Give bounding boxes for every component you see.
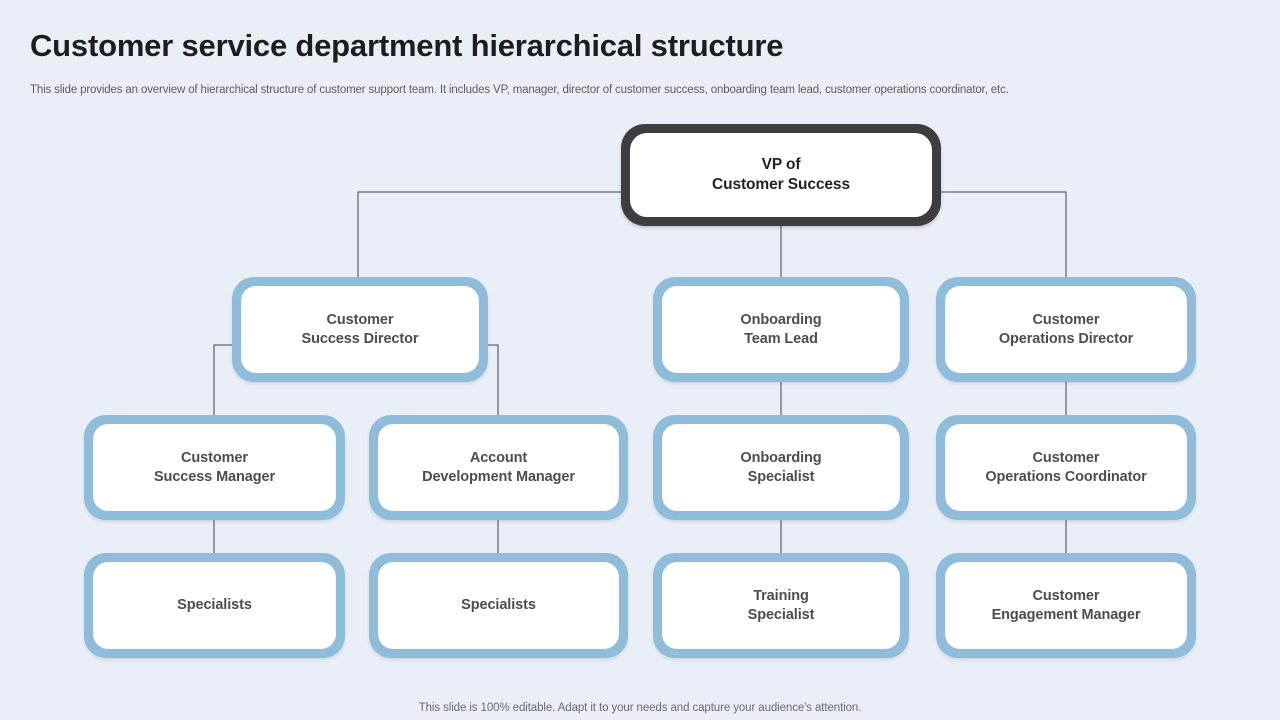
page-subtitle: This slide provides an overview of hiera… <box>30 84 1009 96</box>
org-node-customer-success-manager-inner: Customer Success Manager <box>93 424 336 511</box>
org-node-customer-operations-director-label: Customer Operations Director <box>998 311 1134 347</box>
org-node-vp[interactable]: VP of Customer Success <box>621 124 941 226</box>
org-node-onboarding-specialist-label: Onboarding Specialist <box>740 449 822 485</box>
org-node-onboarding-specialist-inner: Onboarding Specialist <box>662 424 900 511</box>
page-title: Customer service department hierarchical… <box>30 28 784 63</box>
org-node-onboarding-team-lead[interactable]: Onboarding Team Lead <box>653 277 909 382</box>
org-node-account-development-manager-inner: Account Development Manager <box>378 424 619 511</box>
org-node-specialists-success-inner: Specialists <box>93 562 336 649</box>
org-node-customer-success-director-inner: Customer Success Director <box>241 286 479 373</box>
footer-note: This slide is 100% editable. Adapt it to… <box>418 702 862 714</box>
org-node-customer-operations-coordinator-label: Customer Operations Coordinator <box>985 449 1147 485</box>
org-node-customer-success-manager-label: Customer Success Manager <box>153 449 275 485</box>
org-node-specialists-success[interactable]: Specialists <box>84 553 345 658</box>
org-node-specialists-account-label: Specialists <box>461 597 536 613</box>
org-node-customer-engagement-manager-inner: Customer Engagement Manager <box>945 562 1187 649</box>
org-node-customer-operations-director-inner: Customer Operations Director <box>945 286 1187 373</box>
org-node-vp-label: VP of Customer Success <box>712 156 850 193</box>
org-node-customer-success-manager[interactable]: Customer Success Manager <box>84 415 345 520</box>
org-node-account-development-manager-label: Account Development Manager <box>422 449 575 485</box>
org-node-onboarding-team-lead-label: Onboarding Team Lead <box>740 311 822 347</box>
org-node-training-specialist[interactable]: Training Specialist <box>653 553 909 658</box>
org-node-customer-success-director-label: Customer Success Director <box>301 311 419 347</box>
org-node-onboarding-team-lead-inner: Onboarding Team Lead <box>662 286 900 373</box>
org-node-account-development-manager[interactable]: Account Development Manager <box>369 415 628 520</box>
org-node-customer-operations-coordinator[interactable]: Customer Operations Coordinator <box>936 415 1196 520</box>
org-node-specialists-account[interactable]: Specialists <box>369 553 628 658</box>
org-node-training-specialist-label: Training Specialist <box>747 587 815 623</box>
org-node-specialists-success-label: Specialists <box>177 597 252 613</box>
org-node-vp-inner: VP of Customer Success <box>630 133 932 217</box>
org-node-customer-operations-director[interactable]: Customer Operations Director <box>936 277 1196 382</box>
org-node-customer-success-director[interactable]: Customer Success Director <box>232 277 488 382</box>
org-node-customer-engagement-manager[interactable]: Customer Engagement Manager <box>936 553 1196 658</box>
org-node-customer-engagement-manager-label: Customer Engagement Manager <box>991 587 1141 623</box>
org-node-customer-operations-coordinator-inner: Customer Operations Coordinator <box>945 424 1187 511</box>
org-node-specialists-account-inner: Specialists <box>378 562 619 649</box>
org-node-training-specialist-inner: Training Specialist <box>662 562 900 649</box>
org-node-onboarding-specialist[interactable]: Onboarding Specialist <box>653 415 909 520</box>
